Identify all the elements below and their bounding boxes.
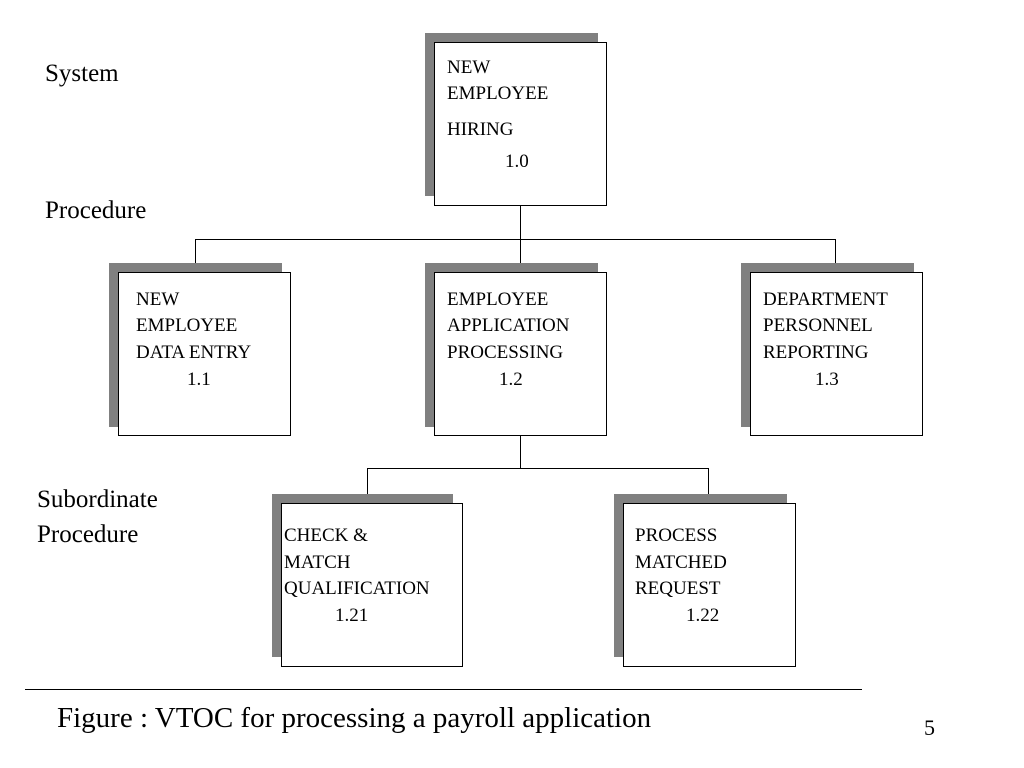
node-line1: NEW xyxy=(136,289,180,310)
node-box xyxy=(281,503,463,667)
node-new-employee-hiring: NEW EMPLOYEE HIRING 1.0 xyxy=(425,33,607,206)
node-line2: MATCH xyxy=(284,552,351,573)
node-employee-application-processing: EMPLOYEE APPLICATION PROCESSING 1.2 xyxy=(425,263,607,436)
node-number: 1.21 xyxy=(335,605,369,626)
connector-root-down xyxy=(520,205,521,240)
connector-level1-horizontal xyxy=(195,239,836,240)
level-label-subordinate-procedure: Procedure xyxy=(37,521,139,548)
node-line3: REQUEST xyxy=(635,578,721,599)
connector-to-1-21 xyxy=(367,468,368,494)
node-line2: EMPLOYEE xyxy=(136,315,238,336)
node-number: 1.1 xyxy=(187,369,211,390)
level-label-subordinate: Subordinate xyxy=(37,486,158,513)
node-check-match-qualification: CHECK & MATCH QUALIFICATION 1.21 xyxy=(272,494,463,667)
node-line2: APPLICATION xyxy=(447,315,570,336)
node-line3: QUALIFICATION xyxy=(284,578,430,599)
connector-1-2-down xyxy=(520,435,521,469)
node-line2: PERSONNEL xyxy=(763,315,873,336)
node-box xyxy=(118,272,291,436)
node-line2: EMPLOYEE xyxy=(447,83,549,104)
node-box xyxy=(434,272,607,436)
connector-to-1-2 xyxy=(520,239,521,264)
level-label-system: System xyxy=(45,60,119,87)
node-line3: DATA ENTRY xyxy=(136,342,252,363)
connector-to-1-22 xyxy=(708,468,709,494)
node-line3: HIRING xyxy=(447,119,514,140)
connector-to-1-3 xyxy=(835,239,836,264)
node-line1: NEW xyxy=(447,57,491,78)
node-number: 1.2 xyxy=(499,369,523,390)
node-new-employee-data-entry: NEW EMPLOYEE DATA ENTRY 1.1 xyxy=(109,263,291,436)
node-box xyxy=(623,503,796,667)
node-line1: PROCESS xyxy=(635,525,718,546)
node-department-personnel-reporting: DEPARTMENT PERSONNEL REPORTING 1.3 xyxy=(741,263,923,436)
node-line2: MATCHED xyxy=(635,552,727,573)
node-line1: DEPARTMENT xyxy=(763,289,888,310)
level-label-procedure: Procedure xyxy=(45,197,147,224)
node-box xyxy=(750,272,923,436)
node-number: 1.22 xyxy=(686,605,720,626)
node-line3: PROCESSING xyxy=(447,342,564,363)
caption-divider xyxy=(25,689,862,690)
page-number: 5 xyxy=(924,715,935,740)
node-number: 1.3 xyxy=(815,369,839,390)
node-process-matched-request: PROCESS MATCHED REQUEST 1.22 xyxy=(614,494,796,667)
connector-to-1-1 xyxy=(195,239,196,264)
node-box xyxy=(434,42,607,206)
figure-caption: Figure : VTOC for processing a payroll a… xyxy=(57,702,652,734)
node-line3: REPORTING xyxy=(763,342,869,363)
connector-level2-horizontal xyxy=(367,468,709,469)
node-line1: CHECK & xyxy=(284,525,368,546)
node-number: 1.0 xyxy=(505,151,529,172)
node-line1: EMPLOYEE xyxy=(447,289,549,310)
